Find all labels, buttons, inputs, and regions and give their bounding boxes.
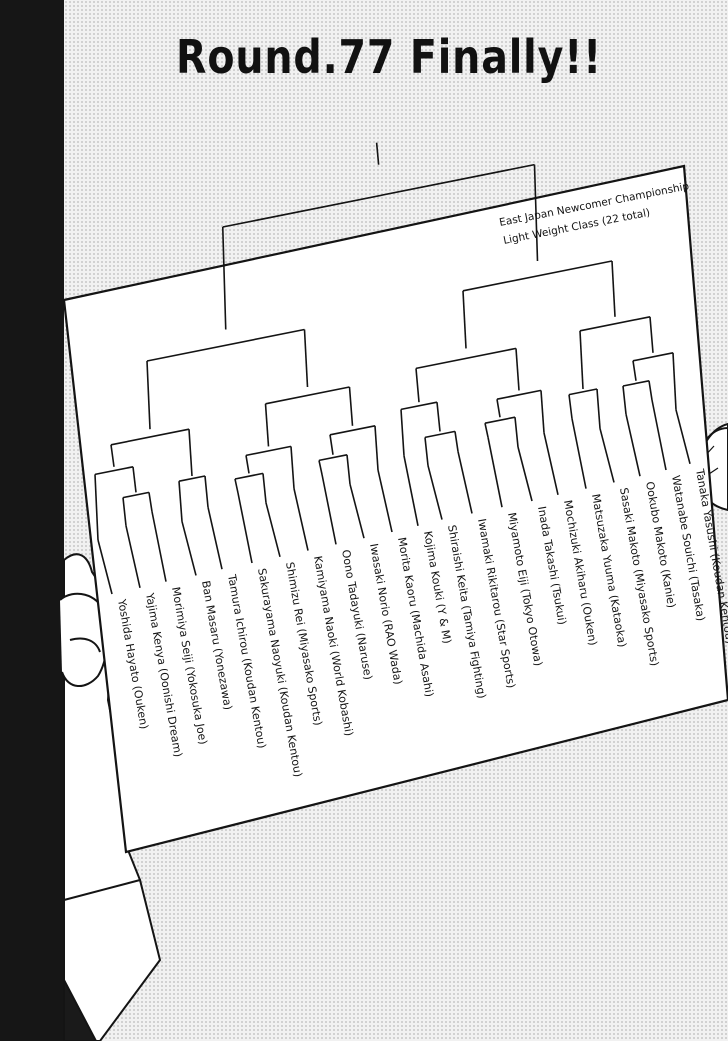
bracket-round-1 [648,380,653,401]
bracket-round-1 [454,431,459,452]
bracket-round-3 [110,444,115,467]
bracket-round-1 [514,417,519,448]
bracket-round-1 [234,472,264,480]
entrant-stem [349,483,365,539]
bracket-round-3 [110,428,190,446]
chapter-title: Round.77 Finally!! [176,30,603,84]
bracket-round-1 [262,473,267,503]
entrant-stem [543,432,559,495]
bracket-round-3 [348,386,354,426]
bracket-round-1 [148,492,153,512]
bracket-round-1 [622,385,627,415]
entrant-stem [321,474,337,545]
bracket-round-2 [540,390,545,433]
bracket-round-1 [234,478,239,494]
bracket-round-2 [290,446,295,489]
entrant-stem [487,437,503,508]
bracket-round-1 [318,460,323,475]
bracket-round-1 [424,430,456,439]
bracket-round-2 [436,402,441,432]
entrant-stem [207,507,223,570]
bracket-round-2 [94,474,99,541]
entrant-stem [675,409,691,465]
bracket-round-3 [188,429,193,477]
entrant-stem [181,521,197,576]
bracket-final [533,164,539,262]
bracket-round-3 [264,403,270,447]
entrant-stem [403,455,419,526]
bracket-round-2 [400,401,438,411]
bracket-round-1 [424,437,429,466]
bracket-round-1 [122,491,150,499]
entrant-stem [237,492,253,564]
bracket-round-2 [94,466,134,476]
bracket-round-1 [484,423,489,438]
bracket-round-3 [415,368,420,403]
entrant-stem [517,446,533,502]
bracket-round-3 [515,348,520,391]
bracket-round-2 [245,455,250,474]
entrant-stem [293,488,309,551]
bracket-round-2 [178,481,183,522]
bracket-round-2 [596,388,601,429]
left-thumb-crease [69,637,101,653]
bracket-round-2 [568,388,598,396]
bracket-round-1 [346,454,351,485]
bracket-round-2 [329,434,334,455]
left-hand [59,553,142,943]
bracket-semifinal [303,329,309,388]
left-sleeve [63,878,162,1041]
bracket-semifinal [611,260,616,317]
entrant-stem [151,511,167,582]
bracket-champion-stem [375,142,380,165]
bracket-round-2 [496,399,501,418]
bracket-round-2 [132,466,137,493]
bracket-round-1 [622,380,650,387]
bracket-round-1 [484,416,516,424]
bracket-round-2 [632,360,637,381]
bracket-round-2 [329,425,376,436]
bracket-final [221,226,227,330]
bracket-semifinal [462,290,467,349]
bracket-final [222,163,535,228]
bracket-round-3 [579,330,584,390]
entrant-stem [571,418,587,489]
page-gutter-shadow [0,0,64,1041]
bracket-round-2 [178,475,206,482]
entrant-stem [625,414,641,477]
bracket-round-3 [265,386,350,405]
bracket-round-2 [245,445,292,457]
entrant-stem [599,428,615,483]
bracket-round-1 [122,497,127,526]
bracket-round-3 [415,347,517,370]
bracket-round-3 [579,316,651,332]
bracket-round-2 [204,475,209,508]
entrant-stem [377,469,393,533]
entrant-stem [651,399,667,471]
bracket-semifinal [146,328,305,362]
entrant-stem [97,539,113,595]
bracket-round-1 [318,454,348,462]
bracket-round-2 [632,352,674,362]
bracket-round-2 [400,409,405,456]
entrant-stem [125,525,141,588]
bracket-round-3 [649,316,654,353]
entrant-stem [265,502,281,558]
bracket-sheet [62,164,728,854]
bracket-round-2 [496,389,542,400]
bracket-round-2 [568,394,573,419]
bracket-round-2 [672,352,677,410]
bracket-semifinal [146,360,151,430]
entrant-stem [427,465,443,520]
bracket-semifinal [462,260,613,292]
bracket-lines [94,142,691,595]
entrant-stem [457,451,473,514]
bracket-round-2 [374,425,379,471]
